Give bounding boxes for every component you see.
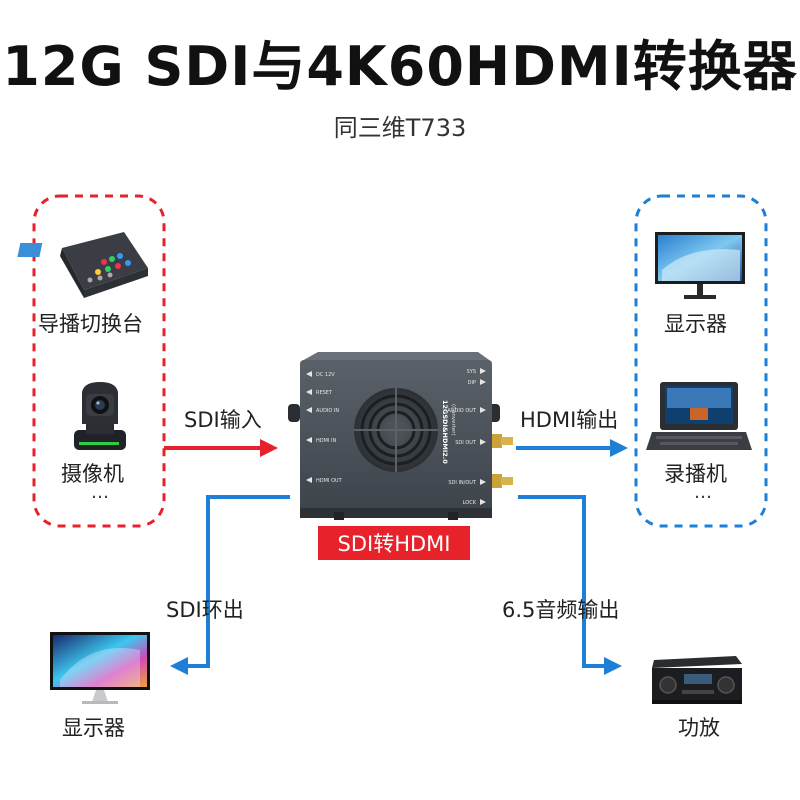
sdi-in-arrow — [164, 439, 278, 457]
panel-label-audio-out: AUDIO OUT — [447, 408, 477, 414]
panel-label-hdmi-out: HDMI OUT — [316, 478, 343, 484]
monitor-icon — [655, 232, 745, 299]
converter-badge: SDI转HDMI — [318, 526, 470, 560]
input-device-switcher-label: 导播切换台 — [38, 312, 143, 336]
output-device-recorder-label: 录播机 — [664, 462, 727, 486]
panel-model-text: 12GSDI&HDMI2.0 — [441, 400, 449, 464]
hdmi-out-arrow — [516, 439, 628, 457]
amplifier-icon — [652, 656, 742, 704]
sdi-loop-arrow — [170, 495, 290, 675]
camera-icon — [74, 382, 126, 450]
output-more-ellipsis: … — [694, 482, 713, 503]
panel-label-audio-in: AUDIO IN — [316, 408, 339, 414]
sdi-loop-label: SDI环出 — [166, 598, 244, 622]
panel-label-reset: RESET — [316, 390, 333, 396]
panel-label-lock: LOCK — [463, 500, 477, 506]
input-more-ellipsis: … — [91, 482, 110, 503]
sdi-in-label: SDI输入 — [184, 408, 262, 432]
page-title: 12G SDI与4K60HDMI转换器 — [2, 35, 798, 98]
panel-label-sdi-out: SDI OUT — [455, 440, 477, 446]
output-device-monitor-label: 显示器 — [664, 312, 727, 336]
amplifier-label: 功放 — [678, 716, 720, 740]
audio-out-label: 6.5音频输出 — [502, 598, 620, 622]
input-group-frame — [32, 194, 166, 528]
audio-out-arrow — [518, 495, 622, 675]
converter-device — [288, 352, 513, 520]
bottom-monitor-label: 显示器 — [62, 716, 125, 740]
input-device-camera-label: 摄像机 — [61, 462, 124, 486]
panel-label-sdi-in-out: SDI IN/OUT — [448, 480, 477, 486]
panel-label-hdmi-in: HDMI IN — [316, 438, 336, 444]
panel-model-subtext: (Converter) — [450, 404, 456, 436]
panel-label-dip: DIP — [468, 380, 476, 386]
converter-panel-labels: DC 12V RESET AUDIO IN HDMI IN HDMI OUT S… — [316, 369, 477, 506]
page-subtitle: 同三维T733 — [333, 114, 467, 142]
output-group-frame — [634, 194, 768, 528]
recorder-icon — [646, 382, 752, 450]
panel-label-dc: DC 12V — [316, 372, 335, 378]
hdmi-out-label: HDMI输出 — [520, 408, 619, 432]
bottom-monitor-icon — [50, 632, 150, 704]
panel-label-sys: SYS — [467, 369, 476, 375]
switcher-icon — [17, 232, 148, 298]
